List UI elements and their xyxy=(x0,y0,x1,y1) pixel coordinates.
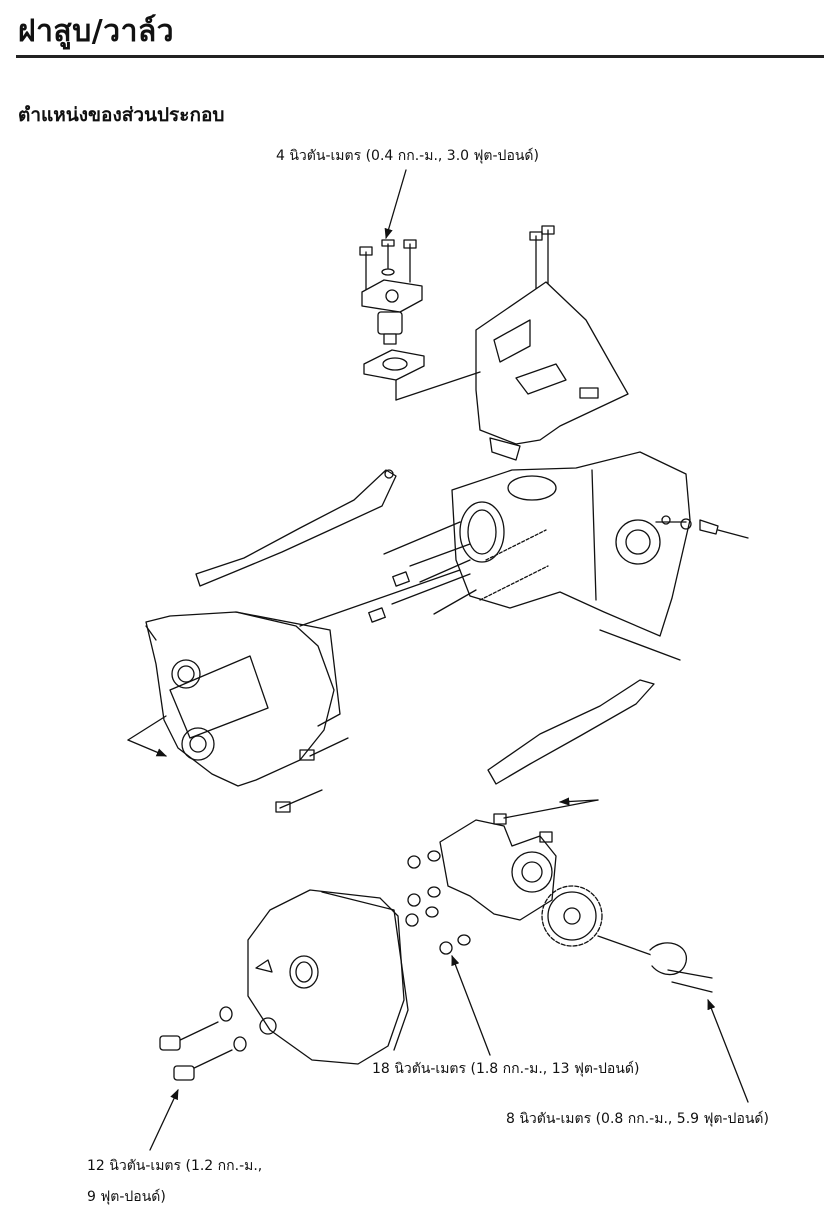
torque-callout-sprocket-bolts: 8 นิวตัน-เมตร (0.8 กก.-ม., 5.9 ฟุต-ปอนด์… xyxy=(506,1111,769,1127)
torque-callout-head-nuts: 18 นิวตัน-เมตร (1.8 กก.-ม., 13 ฟุต-ปอนด์… xyxy=(372,1061,640,1077)
cam-sprocket xyxy=(541,885,713,993)
callout-leader-lines xyxy=(149,169,749,1151)
page-title: ฝาสูบ/วาล์ว xyxy=(18,14,175,49)
torque-callout-cover-bolts-line1: 12 นิวตัน-เมตร (1.2 กก.-ม., xyxy=(87,1158,263,1174)
cylinder-crankcase xyxy=(451,451,749,661)
cam-chain-guide-upper xyxy=(195,469,397,587)
cam-chain-tensioner xyxy=(359,239,425,401)
cylinder-head-cover xyxy=(247,889,409,1065)
cylinder-studs xyxy=(368,521,477,623)
camshaft-holder xyxy=(439,797,599,921)
torque-callout-tensioner: 4 นิวตัน-เมตร (0.4 กก.-ม., 3.0 ฟุต-ปอนด์… xyxy=(276,148,539,164)
cylinder-head xyxy=(127,569,461,813)
cam-chain-guide-lower xyxy=(487,679,655,785)
bracket-plate xyxy=(395,225,629,461)
title-divider xyxy=(16,55,824,58)
torque-callout-cover-bolts-line2: 9 ฟุต-ปอนด์) xyxy=(87,1189,166,1205)
section-heading: ตำแหน่งของส่วนประกอบ xyxy=(18,104,225,126)
head-nuts-washers xyxy=(405,850,471,955)
cover-bolts xyxy=(159,1006,247,1081)
